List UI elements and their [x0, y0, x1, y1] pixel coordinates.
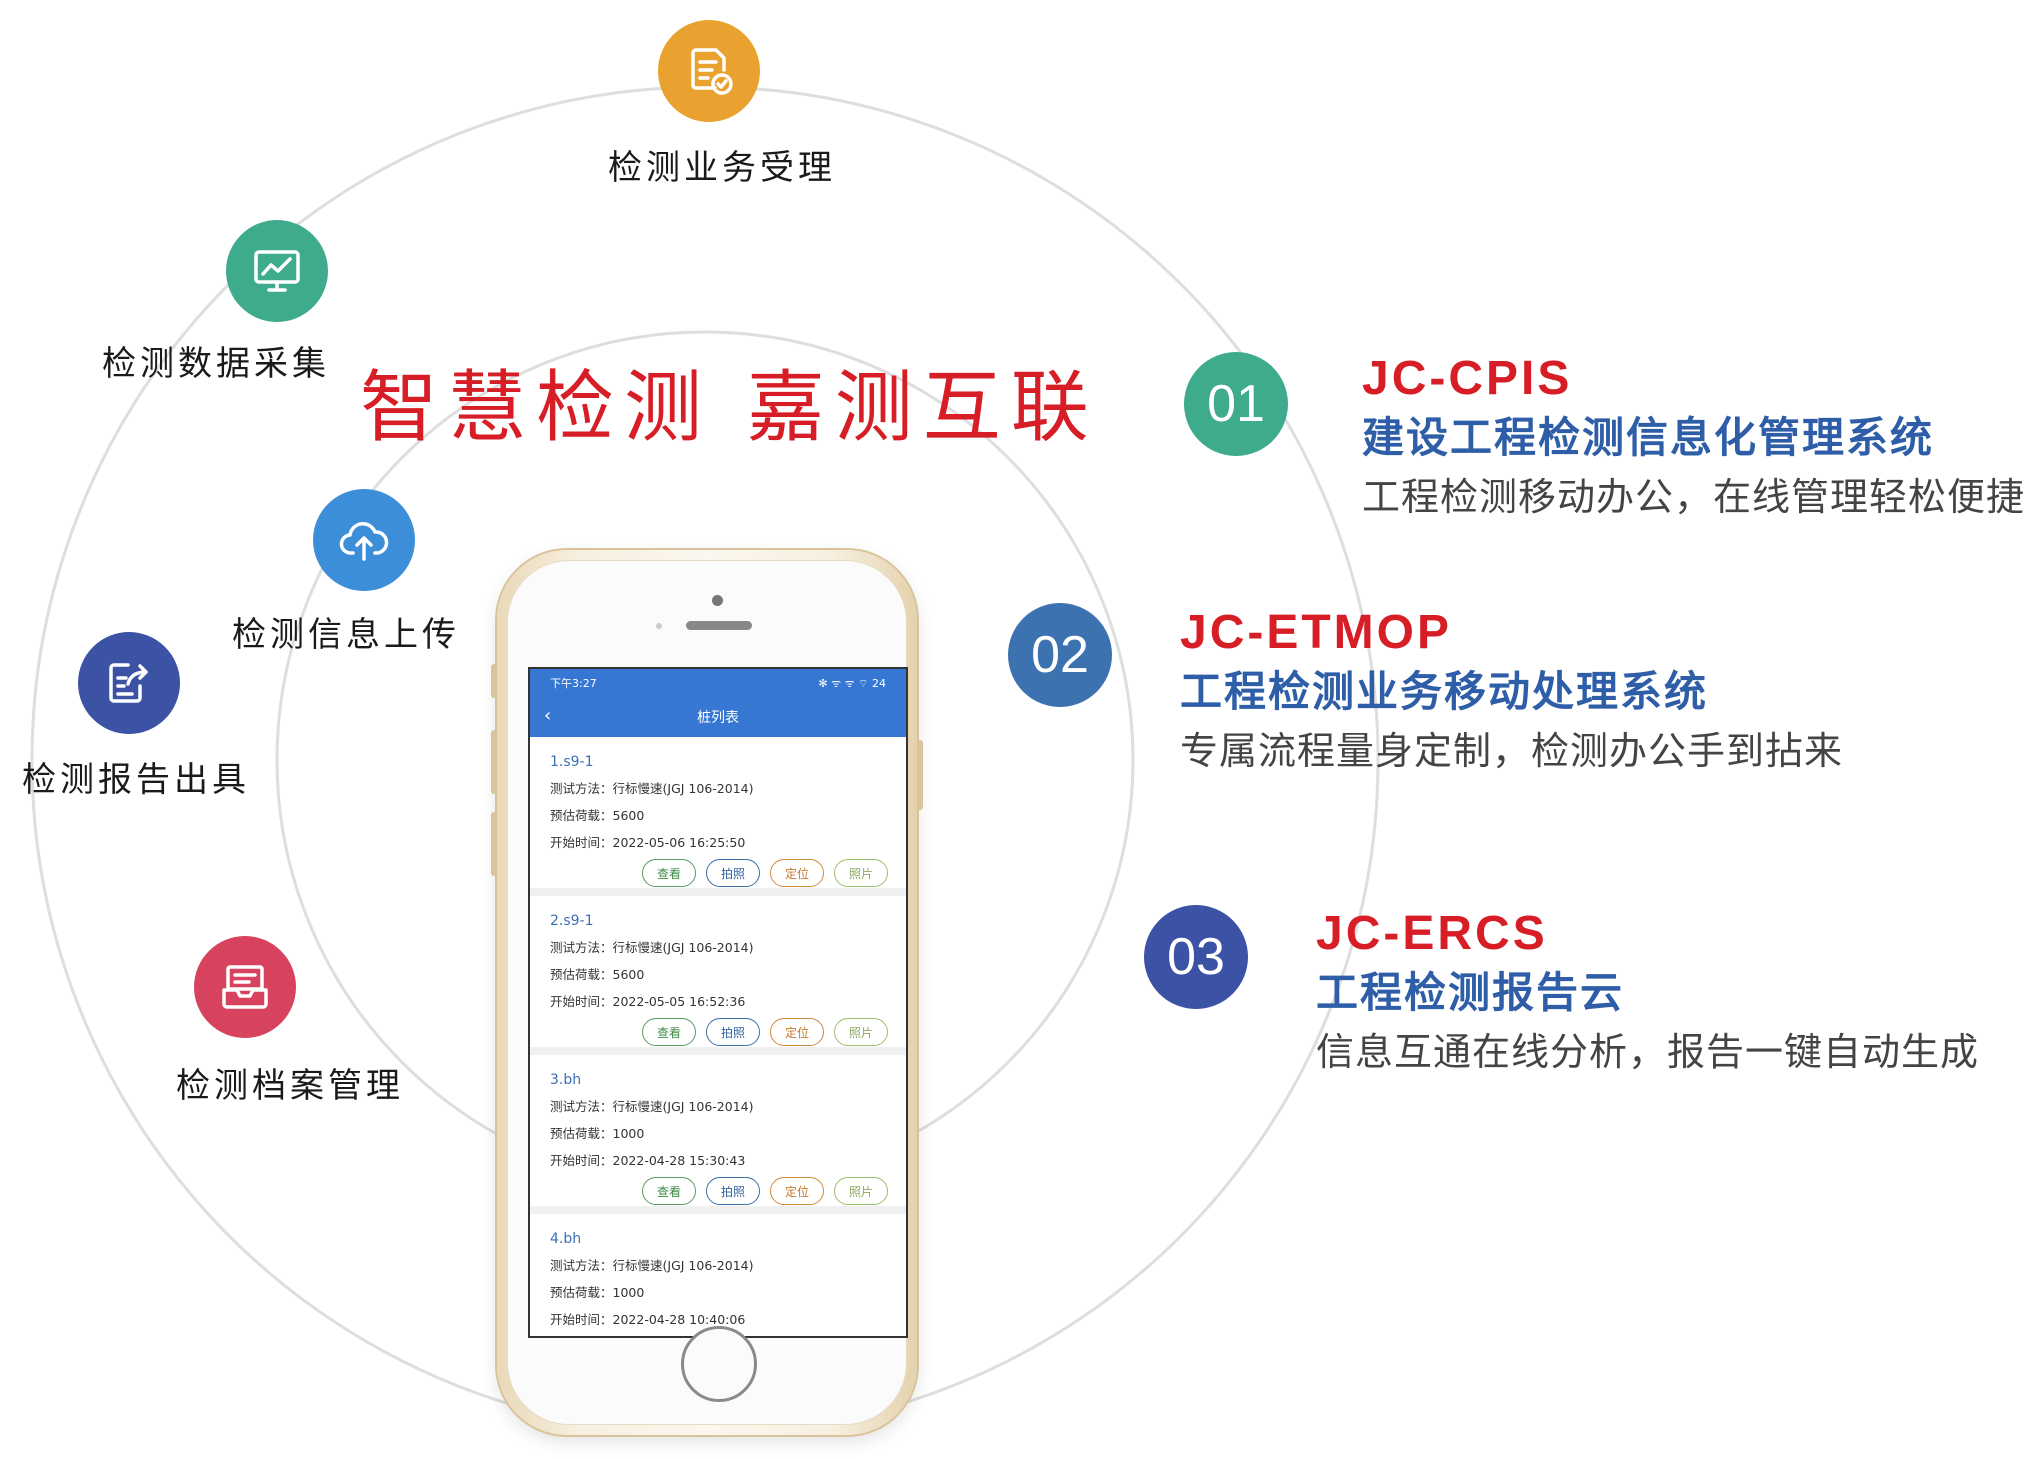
node-label: 检测档案管理 — [176, 1066, 404, 1106]
item-load: 预估荷载：5600 — [550, 808, 645, 823]
node-label: 检测报告出具 — [22, 760, 250, 800]
screen-title: 桩列表 — [697, 710, 739, 726]
item-load: 预估荷载：1000 — [550, 1126, 645, 1141]
mute-switch — [491, 664, 497, 698]
system-desc: 专属流程量身定制，检测办公手到拈来 — [1180, 729, 1844, 773]
document-check-icon — [658, 20, 760, 122]
system-number: 02 — [1008, 603, 1112, 707]
item-load: 预估荷载：1000 — [550, 1285, 645, 1300]
photos-button[interactable]: 照片 — [834, 859, 888, 887]
cloud-upload-icon — [313, 489, 415, 591]
system-text: JC-ETMOP 工程检测业务移动处理系统 专属流程量身定制，检测办公手到拈来 — [1180, 604, 1843, 780]
list-item[interactable]: 3.bh 测试方法：行标慢速(JGJ 106-2014) 预估荷载：1000 开… — [530, 1055, 906, 1214]
status-icons: ✻ ᯤ ᯤ ⌔ 24 — [818, 676, 886, 690]
home-button[interactable] — [681, 1326, 757, 1402]
volume-down-button — [491, 812, 497, 876]
item-start: 开始时间：2022-05-05 16:52:36 — [550, 994, 746, 1009]
app-bar: 下午3:27 ✻ ᯤ ᯤ ⌔ 24 ‹ 桩列表 — [530, 669, 906, 737]
item-name: s9-1 — [563, 913, 594, 929]
power-button — [917, 740, 923, 810]
item-name: bh — [563, 1072, 582, 1088]
item-title: 2.s9-1 — [550, 908, 906, 934]
locate-button[interactable]: 定位 — [770, 1177, 824, 1205]
locate-button[interactable]: 定位 — [770, 859, 824, 887]
list-item[interactable]: 2.s9-1 测试方法：行标慢速(JGJ 106-2014) 预估荷载：5600… — [530, 896, 906, 1055]
system-number: 01 — [1184, 352, 1288, 456]
speaker — [686, 621, 752, 630]
system-code: JC-ERCS — [1316, 907, 1548, 960]
system-name: 建设工程检测信息化管理系统 — [1362, 413, 1935, 462]
item-index: 4. — [550, 1231, 564, 1247]
view-button[interactable]: 查看 — [642, 1018, 696, 1046]
item-method: 测试方法：行标慢速(JGJ 106-2014) — [550, 1258, 754, 1273]
phone-face: 下午3:27 ✻ ᯤ ᯤ ⌔ 24 ‹ 桩列表 1.s9-1 测试方法：行标慢速… — [507, 560, 908, 1425]
node-label: 检测信息上传 — [232, 615, 460, 655]
item-index: 1. — [550, 754, 564, 770]
item-actions: 查看 拍照 定位 照片 — [642, 1336, 888, 1338]
report-share-icon — [78, 632, 180, 734]
system-text: JC-ERCS 工程检测报告云 信息互通在线分析，报告一键自动生成 — [1316, 905, 1979, 1081]
item-start: 开始时间：2022-04-28 10:40:06 — [550, 1312, 746, 1327]
view-button[interactable]: 查看 — [642, 859, 696, 887]
item-index: 2. — [550, 913, 564, 929]
item-method: 测试方法：行标慢速(JGJ 106-2014) — [550, 940, 754, 955]
item-start: 开始时间：2022-05-06 16:25:50 — [550, 835, 746, 850]
status-time: 下午3:27 — [550, 677, 597, 690]
take-photo-button[interactable]: 拍照 — [706, 1018, 760, 1046]
system-name: 工程检测报告云 — [1316, 968, 1625, 1017]
system-number: 03 — [1144, 905, 1248, 1009]
item-title: 4.bh — [550, 1226, 906, 1252]
back-icon[interactable]: ‹ — [544, 705, 552, 726]
item-actions: 查看 拍照 定位 照片 — [642, 1018, 888, 1046]
item-index: 3. — [550, 1072, 564, 1088]
locate-button[interactable]: 定位 — [770, 1336, 824, 1338]
item-actions: 查看 拍照 定位 照片 — [642, 859, 888, 887]
sensor — [656, 623, 662, 629]
item-load: 预估荷载：5600 — [550, 967, 645, 982]
slogan: 智慧检测 嘉测互联 — [360, 363, 1099, 453]
system-desc: 工程检测移动办公，在线管理轻松便捷 — [1362, 475, 2026, 519]
item-name: s9-1 — [563, 754, 594, 770]
system-desc: 信息互通在线分析，报告一键自动生成 — [1316, 1030, 1980, 1074]
item-start: 开始时间：2022-04-28 15:30:43 — [550, 1153, 746, 1168]
system-text: JC-CPIS 建设工程检测信息化管理系统 工程检测移动办公，在线管理轻松便捷 — [1362, 350, 2025, 526]
node-label: 检测业务受理 — [608, 148, 836, 188]
photos-button[interactable]: 照片 — [834, 1177, 888, 1205]
take-photo-button[interactable]: 拍照 — [706, 1177, 760, 1205]
item-title: 3.bh — [550, 1067, 906, 1093]
photos-button[interactable]: 照片 — [834, 1018, 888, 1046]
photos-button[interactable]: 照片 — [834, 1336, 888, 1338]
item-title: 1.s9-1 — [550, 749, 906, 775]
archive-tray-icon — [194, 936, 296, 1038]
volume-up-button — [491, 730, 497, 794]
view-button[interactable]: 查看 — [642, 1336, 696, 1338]
node-label: 检测数据采集 — [102, 344, 330, 384]
camera — [712, 595, 723, 606]
phone-screen: 下午3:27 ✻ ᯤ ᯤ ⌔ 24 ‹ 桩列表 1.s9-1 测试方法：行标慢速… — [528, 667, 908, 1338]
system-code: JC-CPIS — [1362, 352, 1573, 405]
pile-list: 1.s9-1 测试方法：行标慢速(JGJ 106-2014) 预估荷载：5600… — [530, 737, 906, 1338]
item-name: bh — [563, 1231, 582, 1247]
phone-mockup: 下午3:27 ✻ ᯤ ᯤ ⌔ 24 ‹ 桩列表 1.s9-1 测试方法：行标慢速… — [491, 550, 923, 1435]
monitor-chart-icon — [226, 220, 328, 322]
list-item[interactable]: 4.bh 测试方法：行标慢速(JGJ 106-2014) 预估荷载：1000 开… — [530, 1214, 906, 1338]
item-method: 测试方法：行标慢速(JGJ 106-2014) — [550, 781, 754, 796]
item-method: 测试方法：行标慢速(JGJ 106-2014) — [550, 1099, 754, 1114]
system-code: JC-ETMOP — [1180, 606, 1453, 659]
view-button[interactable]: 查看 — [642, 1177, 696, 1205]
list-item[interactable]: 1.s9-1 测试方法：行标慢速(JGJ 106-2014) 预估荷载：5600… — [530, 737, 906, 896]
locate-button[interactable]: 定位 — [770, 1018, 824, 1046]
item-actions: 查看 拍照 定位 照片 — [642, 1177, 888, 1205]
status-bar: 下午3:27 ✻ ᯤ ᯤ ⌔ 24 — [530, 669, 906, 697]
take-photo-button[interactable]: 拍照 — [706, 859, 760, 887]
system-name: 工程检测业务移动处理系统 — [1180, 667, 1709, 716]
